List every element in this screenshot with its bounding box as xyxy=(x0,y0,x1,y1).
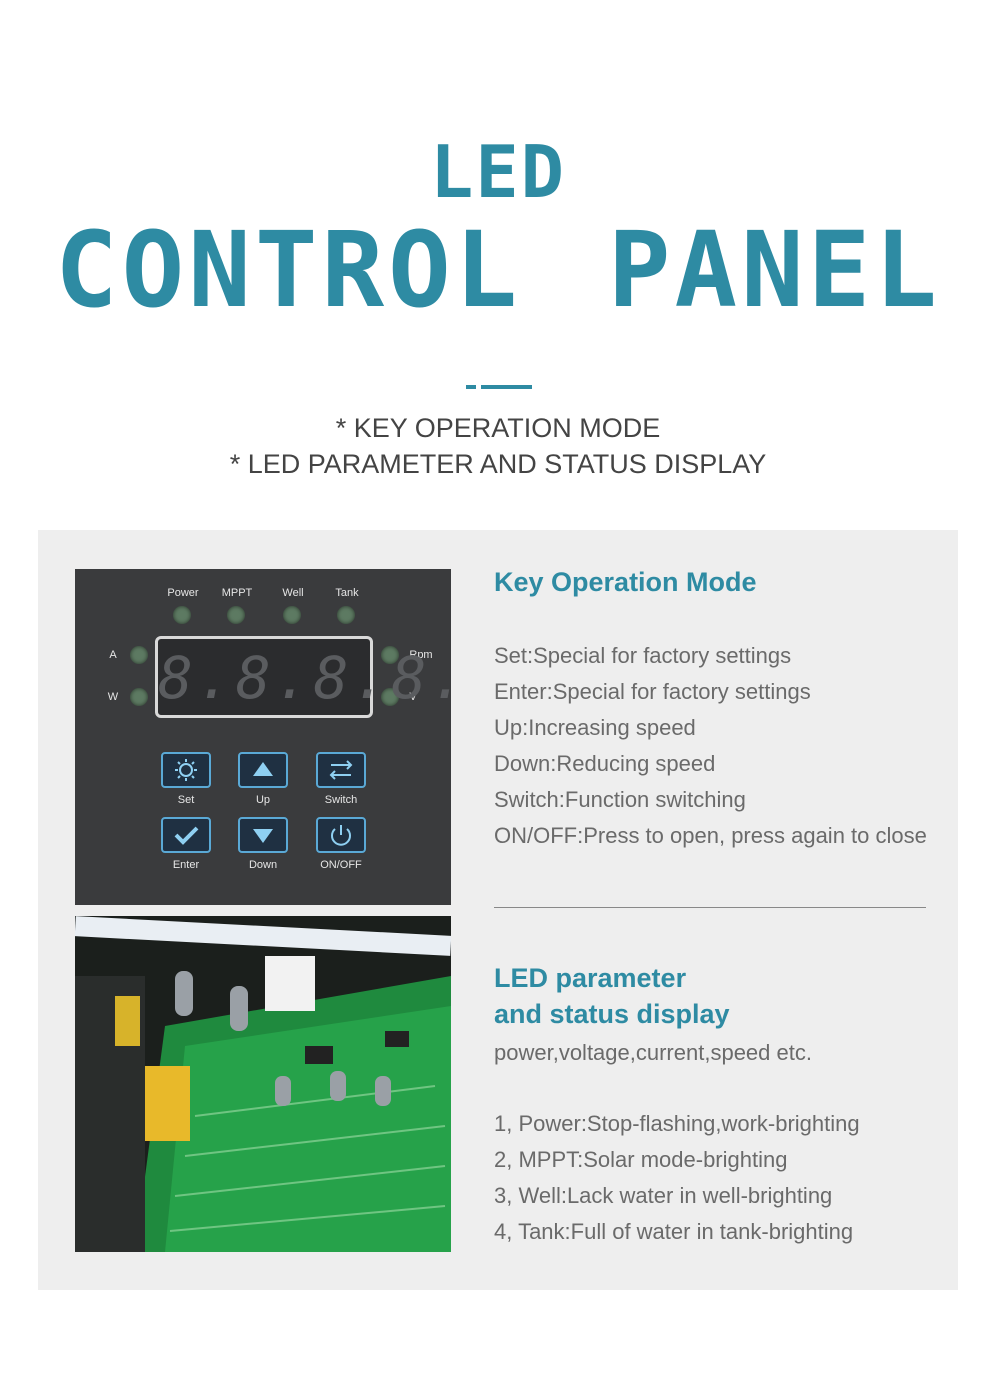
title-divider-short xyxy=(466,385,476,389)
down-key xyxy=(238,817,288,853)
set-key xyxy=(161,752,211,788)
up-key-label: Up xyxy=(255,794,271,806)
led-display-item: 1, Power:Stop-flashing,work-brighting xyxy=(494,1111,860,1136)
mppt-led xyxy=(227,606,245,624)
indicator-label-mppt: MPPT xyxy=(221,587,253,599)
well-led xyxy=(283,606,301,624)
key-operation-heading: Key Operation Mode xyxy=(494,567,757,597)
subtitle-key-operation: * KEY OPERATION MODE xyxy=(335,413,661,443)
key-operation-item: Enter:Special for factory settings xyxy=(494,679,811,704)
led-display-heading-line1: LED parameter xyxy=(494,963,687,993)
enter-key xyxy=(161,817,211,853)
page-title-line1: LED xyxy=(429,130,567,214)
up-key xyxy=(238,752,288,788)
down-key-label: Down xyxy=(248,859,278,871)
seven-segment-display: 8.8.8.8. xyxy=(155,636,451,718)
led-display-item: 2, MPPT:Solar mode-brighting xyxy=(494,1147,788,1172)
key-operation-item: Down:Reducing speed xyxy=(494,751,716,776)
page-title-line2: CONTROL PANEL xyxy=(55,209,941,331)
display-digits: 8.8.8.8. xyxy=(158,644,451,712)
set-key-label: Set xyxy=(177,794,195,806)
unit-label-w: W xyxy=(107,691,119,703)
led-display-description: power,voltage,current,speed etc. xyxy=(494,1040,812,1065)
unit-label-a: A xyxy=(109,649,117,661)
title-divider-long xyxy=(481,385,532,389)
volt-led xyxy=(381,688,399,706)
power-icon xyxy=(331,825,351,846)
swap-arrows-icon xyxy=(329,760,353,780)
unit-label-v: V xyxy=(409,691,417,703)
subtitle-led-display: * LED PARAMETER AND STATUS DISPLAY xyxy=(229,449,767,479)
gear-icon xyxy=(175,759,197,781)
indicator-label-tank: Tank xyxy=(335,587,359,599)
unit-label-rpm: Rpm xyxy=(409,649,433,661)
triangle-down-icon xyxy=(253,829,273,843)
watt-led xyxy=(130,688,148,706)
tank-led xyxy=(337,606,355,624)
key-operation-item: Up:Increasing speed xyxy=(494,715,696,740)
rpm-led xyxy=(381,646,399,664)
indicator-label-well: Well xyxy=(282,587,304,599)
checkmark-icon xyxy=(174,826,199,845)
triangle-up-icon xyxy=(253,762,273,776)
indicator-label-power: Power xyxy=(167,587,199,599)
led-display-item: 3, Well:Lack water in well-brighting xyxy=(494,1183,833,1208)
key-operation-item: Switch:Function switching xyxy=(494,787,746,812)
onoff-key xyxy=(316,817,366,853)
circuit-board-illustration xyxy=(75,916,451,1252)
key-operation-item: ON/OFF:Press to open, press again to clo… xyxy=(494,823,927,848)
switch-key xyxy=(316,752,366,788)
onoff-key-label: ON/OFF xyxy=(320,859,362,871)
control-panel-photo: Power MPPT Well Tank A W Rpm V 8.8.8.8. xyxy=(75,569,451,905)
led-display-heading-line2: and status display xyxy=(494,999,730,1029)
led-display-item: 4, Tank:Full of water in tank-brighting xyxy=(494,1219,854,1244)
switch-key-label: Switch xyxy=(324,794,358,806)
enter-key-label: Enter xyxy=(172,859,200,871)
amp-led xyxy=(130,646,148,664)
power-led xyxy=(173,606,191,624)
key-operation-item: Set:Special for factory settings xyxy=(494,643,792,668)
section-divider xyxy=(494,907,926,908)
circuit-board-photo xyxy=(75,916,451,1252)
